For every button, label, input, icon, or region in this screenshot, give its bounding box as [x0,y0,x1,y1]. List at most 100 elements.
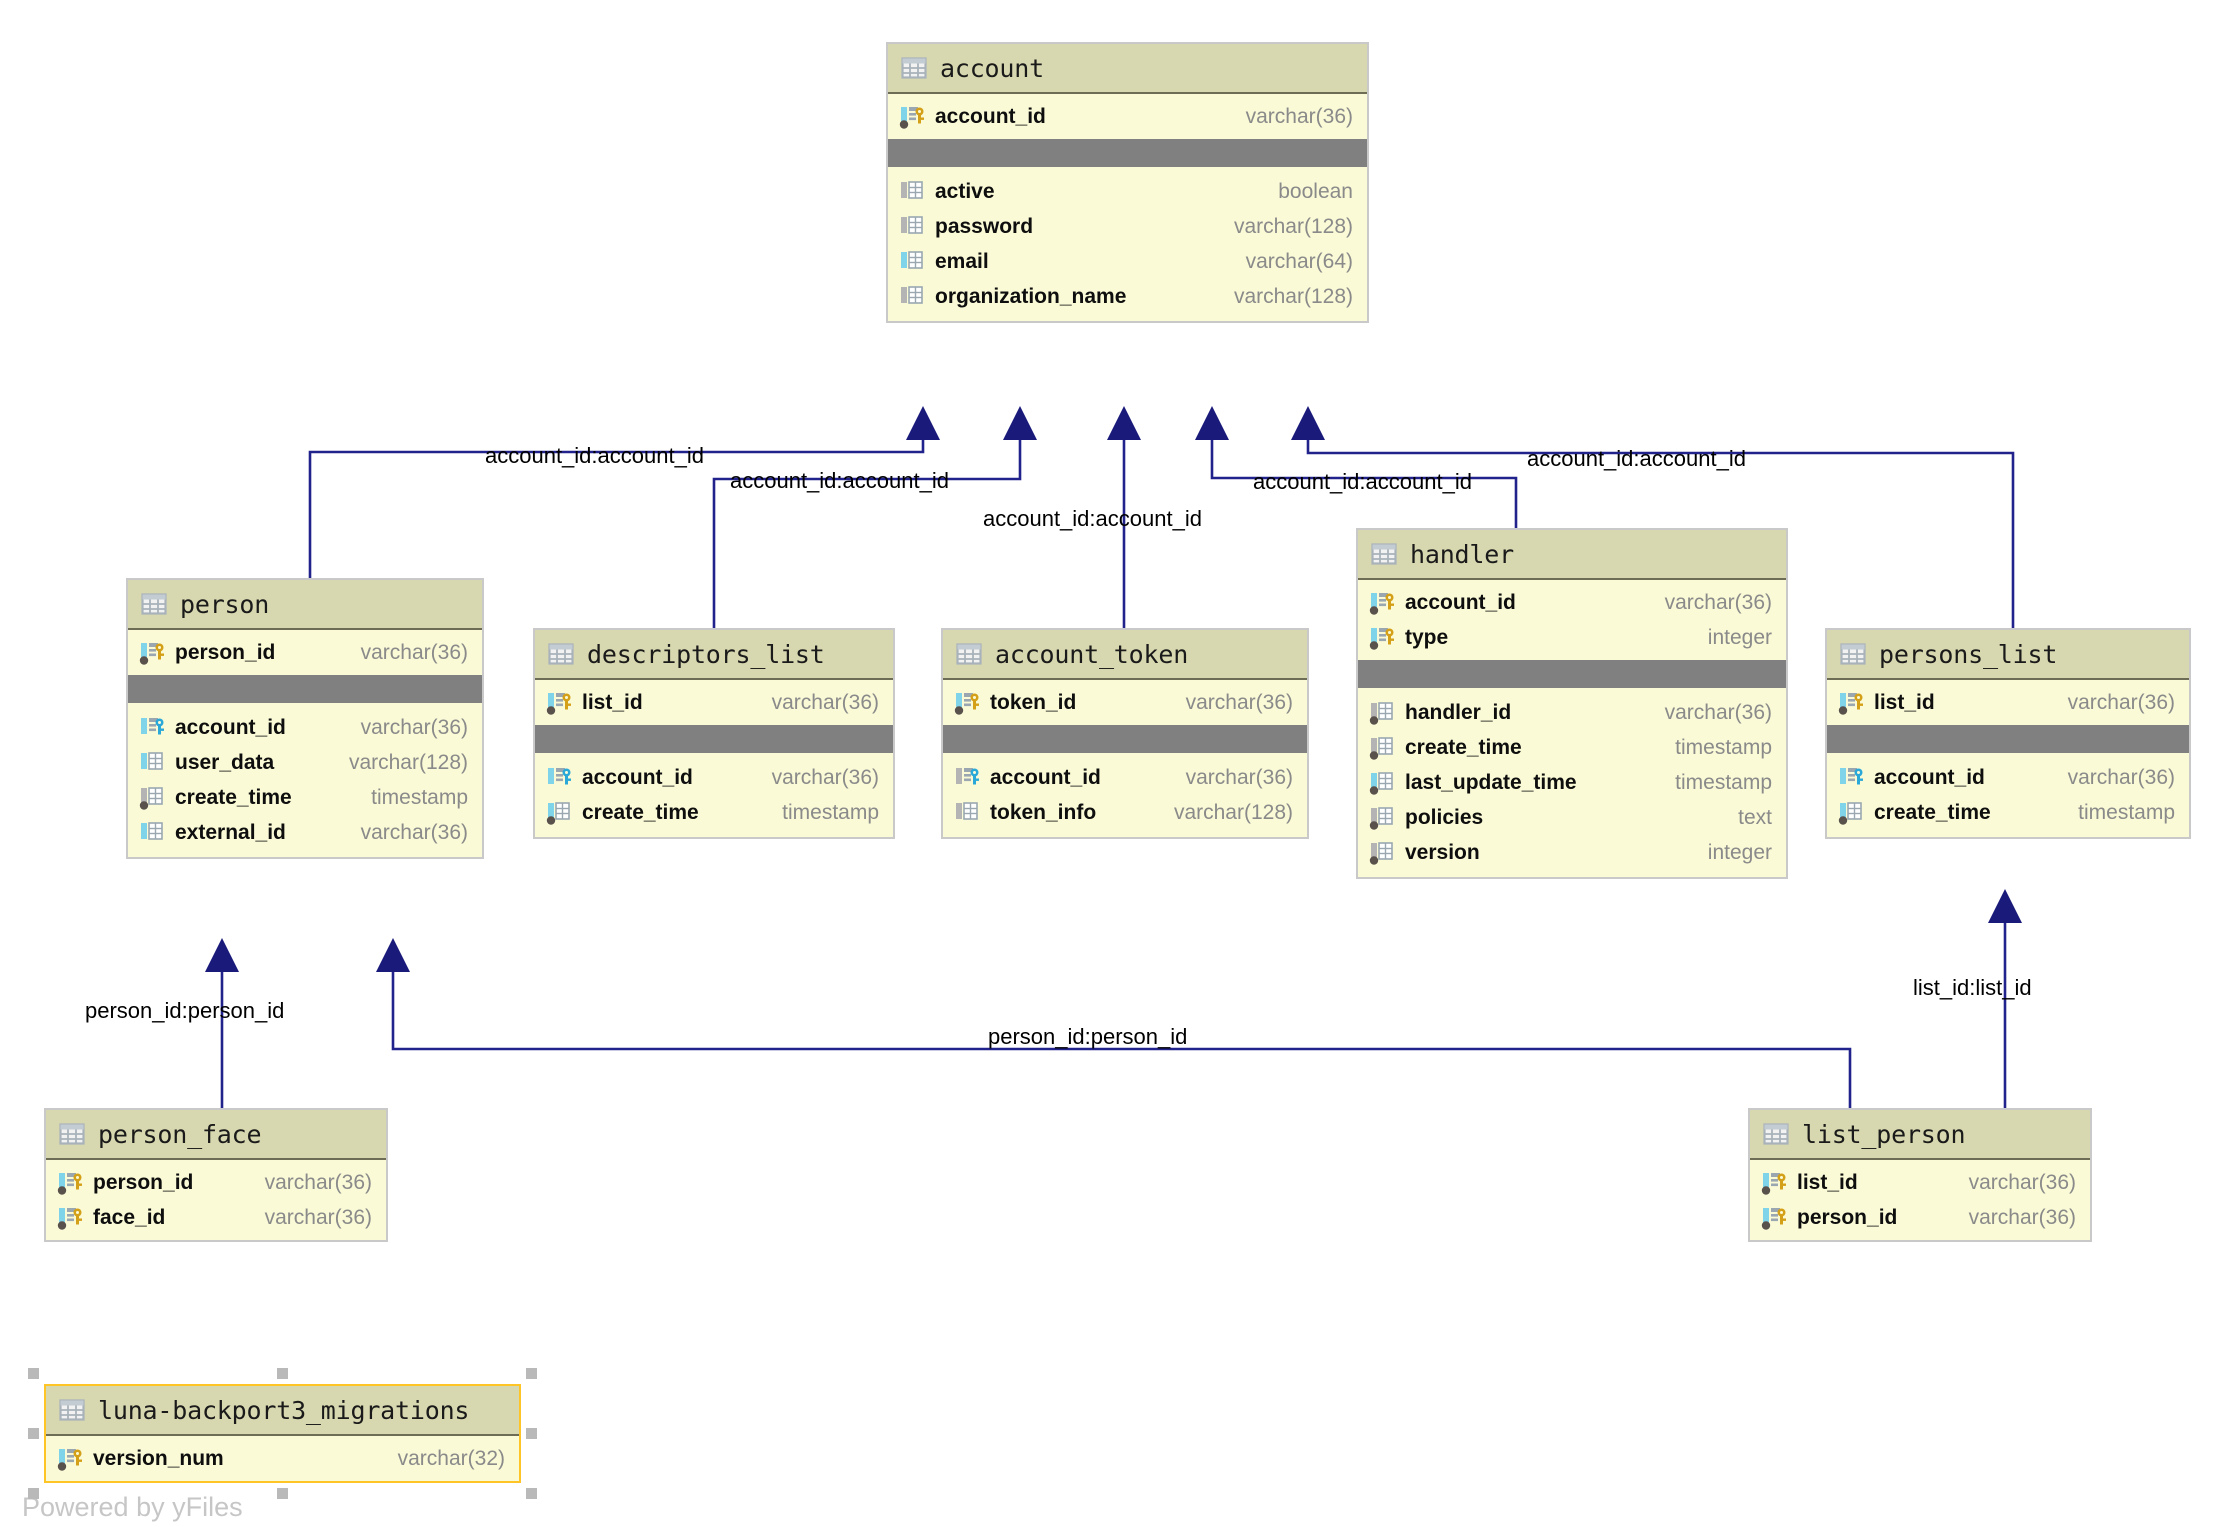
selection-handle[interactable] [526,1428,537,1439]
table-title: account_token [995,639,1189,669]
table-icon [1763,1123,1789,1145]
table-header[interactable]: handler [1358,530,1786,580]
table-header[interactable]: persons_list [1827,630,2189,680]
column-name: user_data [175,750,275,774]
edge-label-token-account: account_id:account_id [983,506,1202,531]
column-name: account_id [935,104,1046,128]
column-name: person_id [175,640,276,664]
column-name: last_update_time [1405,770,1577,794]
column-name: token_info [990,800,1097,824]
column-row[interactable]: user_data varchar(128) [128,745,482,780]
column-icon [546,801,570,825]
edge-label-listperson-personslist: list_id:list_id [1913,975,2032,1000]
selection-handle[interactable] [28,1488,39,1499]
column-name: face_id [93,1205,166,1229]
table-header[interactable]: account [888,44,1367,94]
selection-handle[interactable] [277,1488,288,1499]
selection-handle[interactable] [526,1488,537,1499]
selection-handle[interactable] [526,1368,537,1379]
foreign-key-icon [141,717,164,734]
column-icon [956,801,978,820]
column-icon [1369,841,1393,865]
column-type: varchar(36) [2067,765,2175,789]
table-header[interactable]: account_token [943,630,1307,680]
table-header[interactable]: luna-backport3_migrations [46,1386,519,1436]
column-type: integer [1707,840,1772,864]
column-name: create_time [175,785,292,809]
table-title: persons_list [1879,639,2058,669]
table-header[interactable]: descriptors_list [535,630,893,680]
column-icon [901,180,923,199]
table-header[interactable]: person_face [46,1110,386,1160]
column-type: varchar(128) [348,750,468,774]
table-icon [59,1399,85,1421]
column-type: varchar(36) [360,820,468,844]
table-header[interactable]: list_person [1750,1110,2090,1160]
primary-key-icon [1761,1207,1786,1230]
foreign-key-icon [1840,767,1863,784]
table-icon [548,643,574,665]
table-icon [141,593,167,615]
selection-handle[interactable] [277,1368,288,1379]
column-type: varchar(36) [771,765,879,789]
foreign-key-icon [548,767,571,784]
selection-handle[interactable] [28,1428,39,1439]
column-name: handler_id [1405,700,1512,724]
column-name: account_id [1405,590,1516,614]
table-title: list_person [1802,1119,1966,1149]
table-title: handler [1410,539,1514,569]
column-name: list_id [582,690,643,714]
table-header[interactable]: person [128,580,482,630]
primary-key-icon [1761,1172,1786,1195]
column-name: policies [1405,805,1484,829]
column-type: varchar(36) [1968,1170,2076,1194]
primary-key-icon [546,692,571,715]
selection-handle[interactable] [28,1368,39,1379]
